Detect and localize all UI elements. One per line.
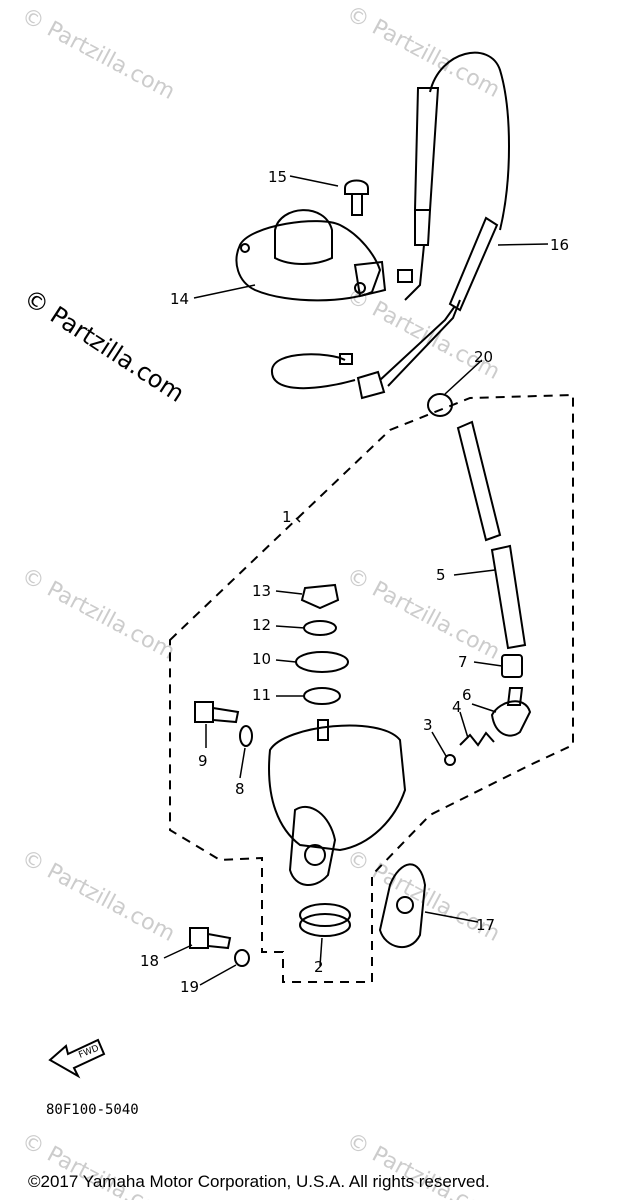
label-2: 2	[314, 958, 324, 976]
copyright-notice: ©2017 Yamaha Motor Corporation, U.S.A. A…	[28, 1172, 490, 1191]
bolt-part	[194, 701, 253, 747]
screw-part	[344, 179, 369, 216]
assembly-outline	[169, 393, 574, 983]
cap-part	[427, 393, 453, 417]
part-number: 80F100-5040	[46, 1102, 139, 1118]
label-8: 8	[235, 780, 245, 798]
label-12: 12	[252, 616, 271, 634]
label-16: 16	[550, 236, 569, 254]
clip-part	[501, 654, 523, 678]
watermark: © Partzilla.com	[17, 845, 179, 947]
label-7: 7	[458, 653, 468, 671]
fitting-group	[444, 687, 532, 766]
leader-lines	[163, 175, 549, 986]
watermark: © Partzilla.com	[342, 283, 504, 385]
watermark: © Partzilla.com	[342, 563, 504, 665]
hose-part	[456, 420, 502, 542]
bolt-part-lower	[189, 927, 250, 967]
gasket-hole	[396, 896, 414, 914]
cable-assembly	[270, 51, 510, 400]
label-14: 14	[170, 290, 189, 308]
label-1: 1	[282, 508, 292, 526]
watermark: © Partzilla.com	[17, 563, 179, 665]
label-9: 9	[198, 752, 208, 770]
label-6: 6	[462, 686, 472, 704]
label-5: 5	[436, 566, 446, 584]
label-11: 11	[252, 686, 271, 704]
watermark: © Partzilla.com	[17, 3, 179, 105]
gasket-part	[378, 863, 427, 949]
nut-washer-stack	[295, 583, 349, 705]
label-13: 13	[252, 582, 271, 600]
watermark-group: © Partzilla.com © Partzilla.com © Partzi…	[17, 1, 504, 1200]
label-3: 3	[423, 716, 433, 734]
label-15: 15	[268, 168, 287, 186]
callout-labels: 1 2 3 4 5 6 7 8 9 10 11 12 13 14 15 16 1…	[46, 168, 569, 1118]
label-18: 18	[140, 952, 159, 970]
label-20: 20	[474, 348, 493, 366]
seal-part	[299, 903, 351, 937]
forward-arrow	[48, 1038, 106, 1079]
pump-body	[268, 719, 407, 886]
label-17: 17	[476, 916, 495, 934]
label-4: 4	[452, 698, 462, 716]
hose-part	[490, 544, 527, 650]
label-19: 19	[180, 978, 199, 996]
watermark-main: © Partzilla.com	[19, 284, 190, 408]
label-10: 10	[252, 650, 271, 668]
